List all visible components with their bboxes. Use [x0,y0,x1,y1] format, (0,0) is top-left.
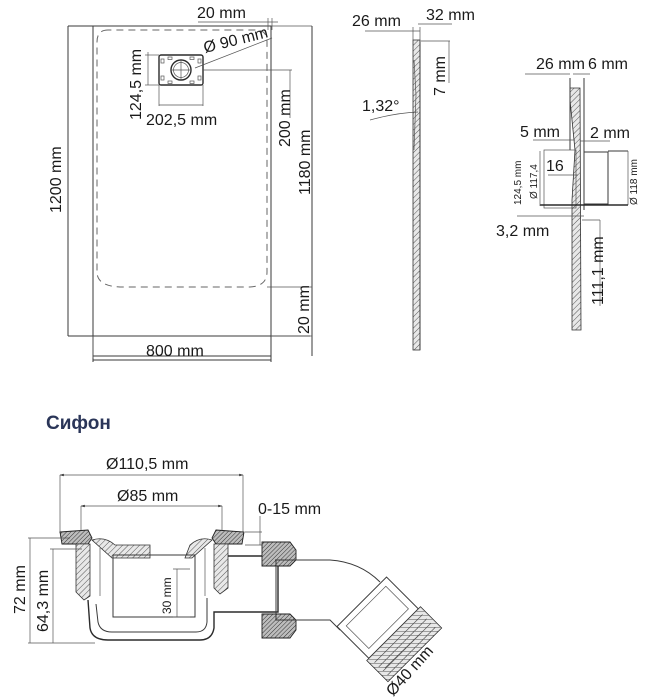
dim-bottom-offset: 20 mm [296,285,313,334]
siphon-drawing: Ø110,5 mm Ø85 mm 0-15 mm 72 mm 64,3 mm 3… [12,456,443,700]
dim-drain-length: 111,1 mm [590,236,607,305]
tray-top-view: 20 mm Ø 90 mm 124,5 mm 202,5 mm 200 mm 1… [48,5,314,362]
dim-total-length: 1200 mm [48,146,65,213]
dim-slope-angle: 1,32° [362,98,400,115]
dim-drain-width: 202,5 mm [146,112,217,129]
tray-inner-dashed [96,29,268,288]
dim-siphon-total-height: 72 mm [12,565,29,614]
dim-side-thickness-right: 32 mm [426,7,475,24]
dim-siphon-water-seal: 30 mm [160,577,174,614]
dim-drain-thickness-right: 6 mm [588,56,628,73]
dim-width: 800 mm [146,343,204,360]
dim-siphon-adjust: 0-15 mm [258,501,321,518]
dim-drain-118: Ø 118 mm [629,159,640,205]
dim-drain-height: 124,5 mm [128,49,145,120]
drain-icon [158,54,204,86]
dim-siphon-body-height: 64,3 mm [35,570,52,632]
dim-side-top-depth: 7 mm [432,56,449,96]
tray-side-view: 26 mm 32 mm 7 mm 1,32° [352,7,475,351]
dim-siphon-outer-diameter: Ø110,5 mm [106,456,188,473]
dim-drain-16: 16 [546,158,564,175]
dim-top-offset: 20 mm [197,5,246,22]
tray-outline [92,25,272,357]
dim-drain-offset: 3,2 mm [496,223,549,240]
drain-section-view: 26 mm 6 mm 5 mm 2 mm 124,5 mm Ø 117,4 16… [496,56,640,331]
dim-inner-length: 1180 mm [297,129,314,195]
dim-drain-117: Ø 117,4 [529,164,540,199]
dim-drain-offset: 200 mm [277,89,294,147]
dim-drain-124: 124,5 mm [513,161,524,205]
dim-side-thickness-left: 26 mm [352,13,401,30]
dim-siphon-inner-diameter: Ø85 mm [117,488,178,505]
dim-drain-2mm: 2 mm [590,125,630,142]
siphon-title: Сифон [46,413,111,434]
dim-drain-5mm: 5 mm [520,124,560,141]
dim-drain-thickness-top: 26 mm [536,56,585,73]
